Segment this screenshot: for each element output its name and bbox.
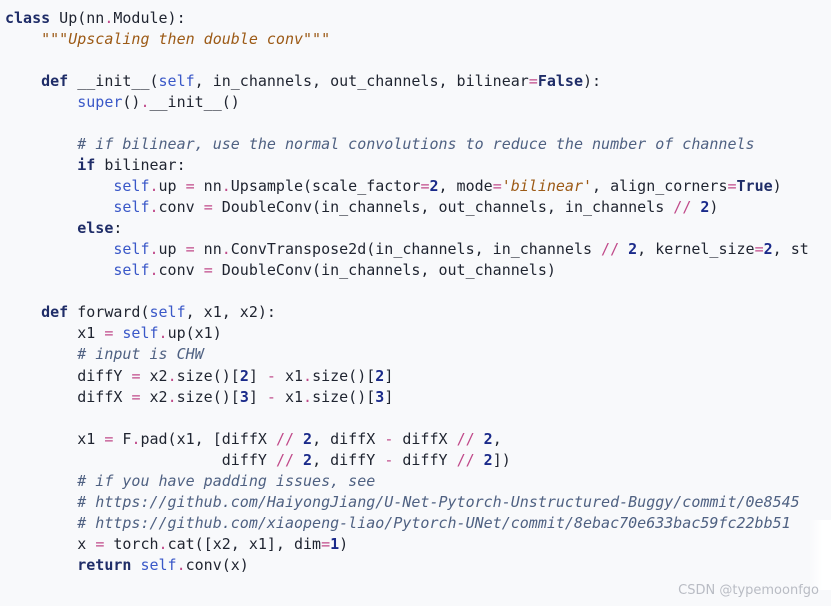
- code-line: else:: [77, 219, 123, 237]
- code-line: def __init__(self, in_channels, out_chan…: [41, 72, 602, 90]
- code-line: # if bilinear, use the normal convolutio…: [77, 135, 755, 153]
- code-line: class Up(nn.Module):: [5, 9, 186, 27]
- code-line: def forward(self, x1, x2):: [41, 303, 276, 321]
- code-line: # if you have padding issues, see: [77, 472, 376, 490]
- code-line: x = torch.cat([x2, x1], dim=1): [5, 535, 349, 553]
- code-line: x1 = F.pad(x1, [diffX // 2, diffX - diff…: [5, 430, 502, 448]
- code-line: """Upscaling then double conv""": [41, 30, 331, 48]
- code-line: self.up = nn.Upsample(scale_factor=2, mo…: [113, 177, 782, 195]
- code-line: diffX = x2.size()[3] - x1.size()[3]: [5, 388, 394, 406]
- code-line: diffY // 2, diffY - diffY // 2]): [5, 451, 511, 469]
- code-line: # https://github.com/xiaopeng-liao/Pytor…: [77, 514, 791, 532]
- code-line: x1 = self.up(x1): [5, 324, 222, 342]
- code-line: self.up = nn.ConvTranspose2d(in_channels…: [113, 240, 809, 258]
- csdn-watermark: CSDN @typemoonfgo: [678, 583, 819, 598]
- code-line: self.conv = DoubleConv(in_channels, out_…: [113, 261, 556, 279]
- code-line: if bilinear:: [77, 156, 186, 174]
- code-line: return self.conv(x): [77, 556, 249, 574]
- code-line: self.conv = DoubleConv(in_channels, out_…: [113, 198, 719, 216]
- code-line: # input is CHW: [77, 345, 204, 363]
- code-line: diffY = x2.size()[2] - x1.size()[2]: [5, 367, 394, 385]
- code-line: super().__init__(): [77, 93, 240, 111]
- code-line: # https://github.com/HaiyongJiang/U-Net-…: [77, 493, 800, 511]
- scroll-fade: [809, 520, 831, 590]
